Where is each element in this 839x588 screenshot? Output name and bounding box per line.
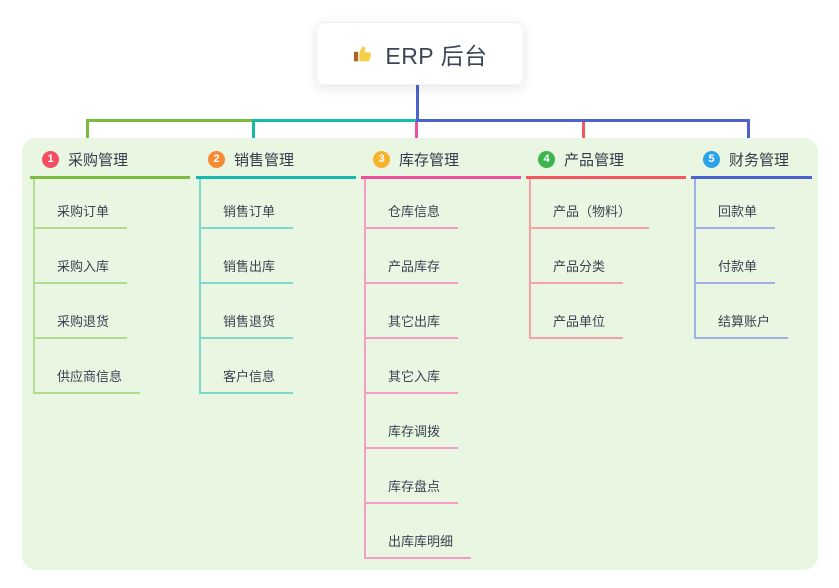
connector-drop-branch-3 [415, 119, 418, 148]
branch-node-5[interactable]: 5 财务管理 [691, 149, 812, 179]
branch-label: 销售管理 [234, 151, 295, 169]
branch-5-spine [694, 179, 696, 339]
branch-label: 采购管理 [68, 151, 129, 169]
branch-4-spine [529, 179, 531, 339]
root-label: ERP 后台 [385, 42, 488, 69]
branch-1-spine [33, 179, 35, 394]
child-node[interactable]: 供应商信息 [33, 367, 141, 394]
connector-drop-branch-2 [252, 119, 255, 148]
branch-number-badge: 5 [703, 150, 720, 168]
branch-label: 财务管理 [729, 151, 790, 169]
branch-label: 产品管理 [564, 151, 625, 169]
child-node[interactable]: 采购入库 [33, 257, 128, 284]
child-node[interactable]: 回款单 [694, 202, 776, 229]
child-node[interactable]: 产品单位 [529, 312, 624, 339]
child-node[interactable]: 其它入库 [364, 367, 459, 394]
branch-3-spine [364, 179, 366, 559]
child-node[interactable]: 结算账户 [694, 312, 789, 339]
connector-root-drop [416, 83, 419, 119]
branch-2-spine [199, 179, 201, 394]
child-node[interactable]: 客户信息 [199, 367, 294, 394]
thumbs-up-icon [352, 42, 375, 65]
child-node[interactable]: 销售退货 [199, 312, 294, 339]
child-node[interactable]: 采购订单 [33, 202, 128, 229]
connector-drop-branch-5 [747, 119, 750, 148]
branch-label: 库存管理 [399, 151, 460, 169]
connector-drop-branch-1 [86, 119, 89, 148]
branch-number-badge: 4 [538, 150, 555, 168]
branch-node-4[interactable]: 4 产品管理 [526, 149, 686, 179]
child-node[interactable]: 仓库信息 [364, 202, 459, 229]
child-node[interactable]: 出库库明细 [364, 532, 472, 559]
connector-bus-teal [252, 119, 417, 122]
connector-drop-branch-4 [582, 119, 585, 148]
branch-node-3[interactable]: 3 库存管理 [361, 149, 521, 179]
branch-node-2[interactable]: 2 销售管理 [196, 149, 356, 179]
branch-number-badge: 2 [208, 150, 225, 168]
child-node[interactable]: 库存盘点 [364, 477, 459, 504]
child-node[interactable]: 销售订单 [199, 202, 294, 229]
branches-panel [22, 138, 818, 570]
child-node[interactable]: 销售出库 [199, 257, 294, 284]
child-node[interactable]: 产品分类 [529, 257, 624, 284]
root-node[interactable]: ERP 后台 [316, 22, 524, 85]
child-node[interactable]: 付款单 [694, 257, 776, 284]
connector-bus-green [86, 119, 255, 122]
child-node[interactable]: 产品库存 [364, 257, 459, 284]
child-node[interactable]: 采购退货 [33, 312, 128, 339]
branch-number-badge: 1 [42, 150, 59, 168]
branch-node-1[interactable]: 1 采购管理 [30, 149, 190, 179]
connector-bus-blue [416, 119, 750, 122]
child-node[interactable]: 库存调拨 [364, 422, 459, 449]
branch-number-badge: 3 [373, 150, 390, 168]
child-node[interactable]: 其它出库 [364, 312, 459, 339]
child-node[interactable]: 产品（物料） [529, 202, 650, 229]
